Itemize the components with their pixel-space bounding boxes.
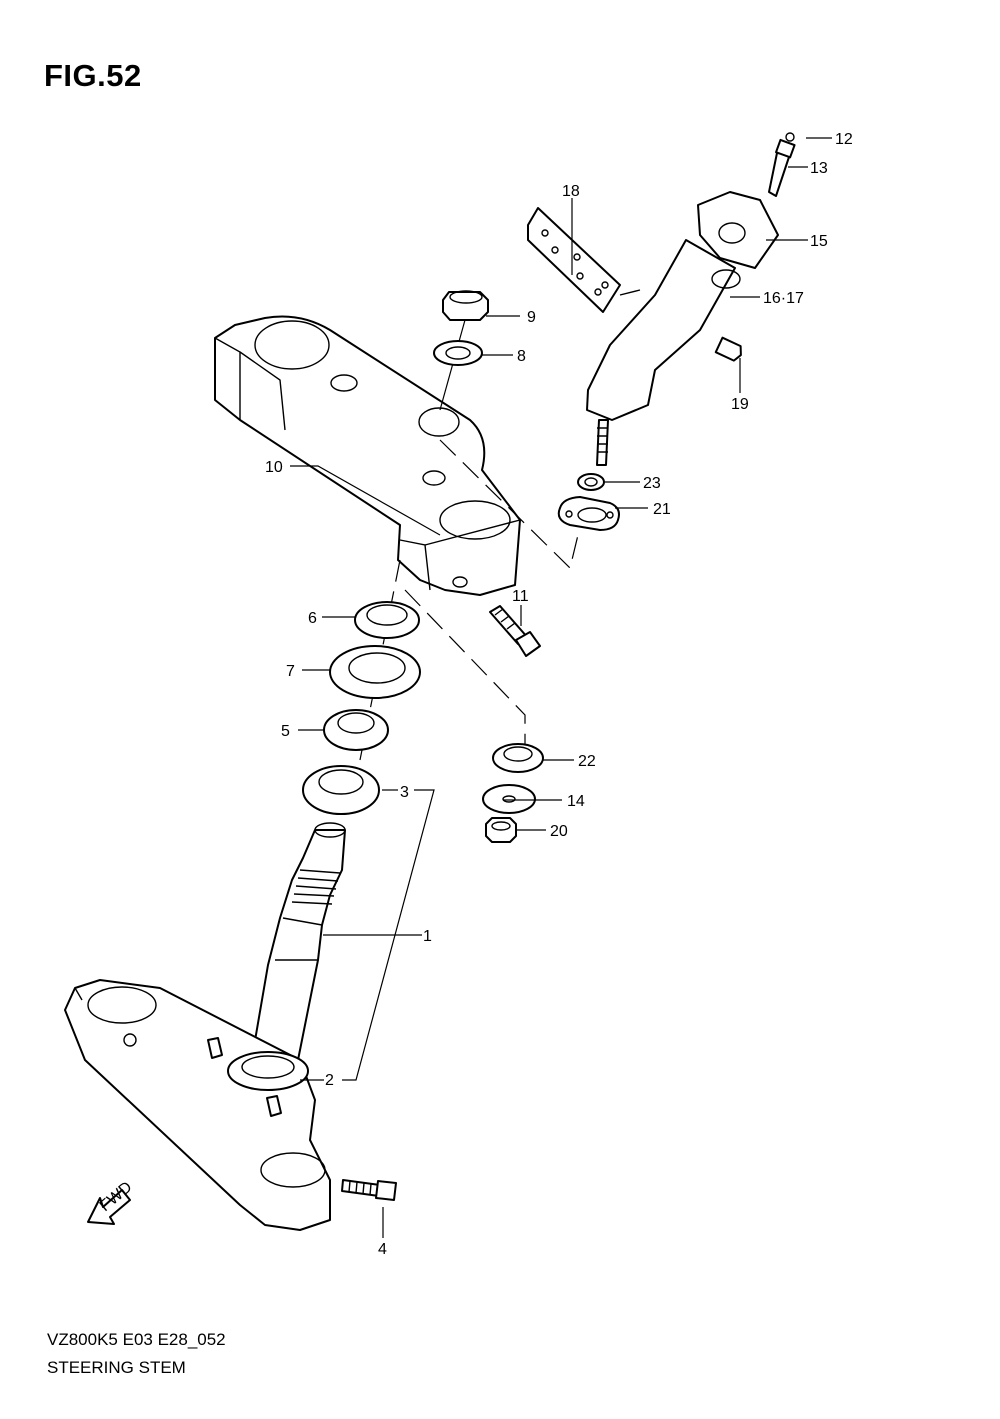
- callout-13: 13: [810, 160, 828, 177]
- upper-bracket: [214, 315, 521, 596]
- callout-19: 19: [731, 396, 749, 413]
- callout-20: 20: [550, 823, 568, 840]
- callout-14: 14: [567, 793, 585, 810]
- stem-nut: [354, 601, 420, 639]
- callout-3: 3: [400, 784, 409, 801]
- handlebar-clamp: [697, 191, 779, 269]
- washer-23: [577, 473, 605, 491]
- callout-16-17: 16·17: [763, 290, 804, 307]
- callout-2: 2: [325, 1072, 334, 1089]
- callout-8: 8: [517, 348, 526, 365]
- leader-lines: [290, 137, 832, 1238]
- diagram-code: VZ800K5 E03 E28_052: [47, 1330, 226, 1349]
- callout-labels: 1 2 3 4 5 6 7 8 9 10 11 12 13 14 15 16·1…: [265, 131, 853, 1258]
- bearing-upper: [323, 709, 389, 751]
- callout-21: 21: [653, 501, 671, 518]
- bolt-11: [489, 605, 541, 657]
- callout-7: 7: [286, 663, 295, 680]
- plate-21: [557, 496, 620, 531]
- steering-stem: [251, 822, 346, 1061]
- callout-4: 4: [378, 1241, 387, 1258]
- centerline-upper: [439, 439, 579, 570]
- callout-15: 15: [810, 233, 828, 250]
- handlebar-holder: [586, 239, 741, 466]
- lower-bracket: [64, 979, 331, 1231]
- bearing-lower: [302, 765, 380, 815]
- mounting-plate: [527, 207, 641, 313]
- fwd-arrow: FWD: [87, 1179, 135, 1225]
- figure-title: FIG.52: [44, 58, 142, 93]
- callout-22: 22: [578, 753, 596, 770]
- cap-nut: [442, 290, 489, 321]
- callout-1: 1: [423, 928, 432, 945]
- callout-18: 18: [562, 183, 580, 200]
- washer-22: [492, 743, 544, 773]
- bolt-4: [341, 1179, 397, 1201]
- washer-8: [433, 340, 483, 366]
- diagram-caption: STEERING STEM: [47, 1358, 186, 1377]
- callout-10: 10: [265, 459, 283, 476]
- callout-23: 23: [643, 475, 661, 492]
- callout-12: 12: [835, 131, 853, 148]
- clamp-bolt: [768, 132, 796, 197]
- centerline-right: [404, 589, 526, 745]
- callout-5: 5: [281, 723, 290, 740]
- nut-20: [485, 817, 517, 843]
- dust-seal: [329, 645, 421, 699]
- washer-14: [482, 784, 536, 814]
- callout-9: 9: [527, 309, 536, 326]
- small-bolt-19: [714, 336, 742, 362]
- callout-11: 11: [512, 588, 529, 605]
- callout-6: 6: [308, 610, 317, 627]
